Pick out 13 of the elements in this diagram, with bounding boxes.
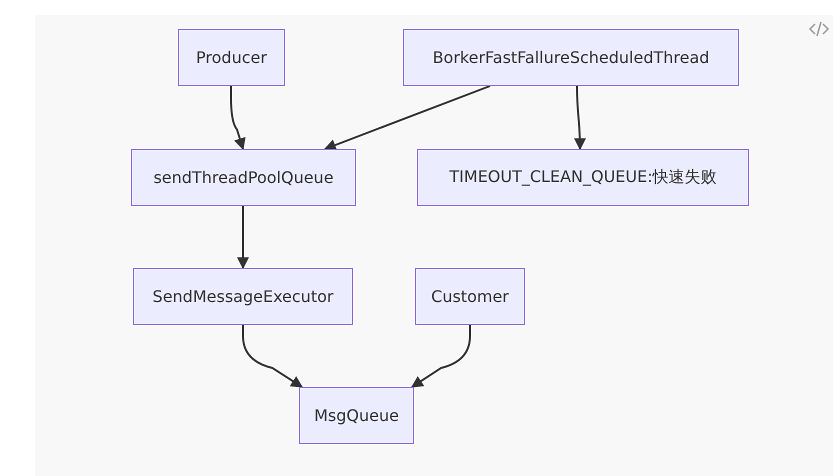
process-box: Customer [415, 268, 525, 325]
process-box: TIMEOUT_CLEAN_QUEUE:快速失败 [417, 149, 749, 206]
process-box: SendMessageExecutor [133, 268, 353, 325]
process-box: Producer [178, 29, 285, 86]
arrow [242, 325, 303, 388]
arrow [324, 85, 490, 151]
arrow [411, 325, 471, 388]
process-box: sendThreadPoolQueue [131, 149, 356, 206]
arrow [574, 86, 586, 150]
arrow [237, 206, 249, 270]
process-box: MsgQueue [299, 387, 414, 444]
arrow [230, 86, 246, 150]
process-box: BorkerFastFallureScheduledThread [403, 29, 739, 86]
